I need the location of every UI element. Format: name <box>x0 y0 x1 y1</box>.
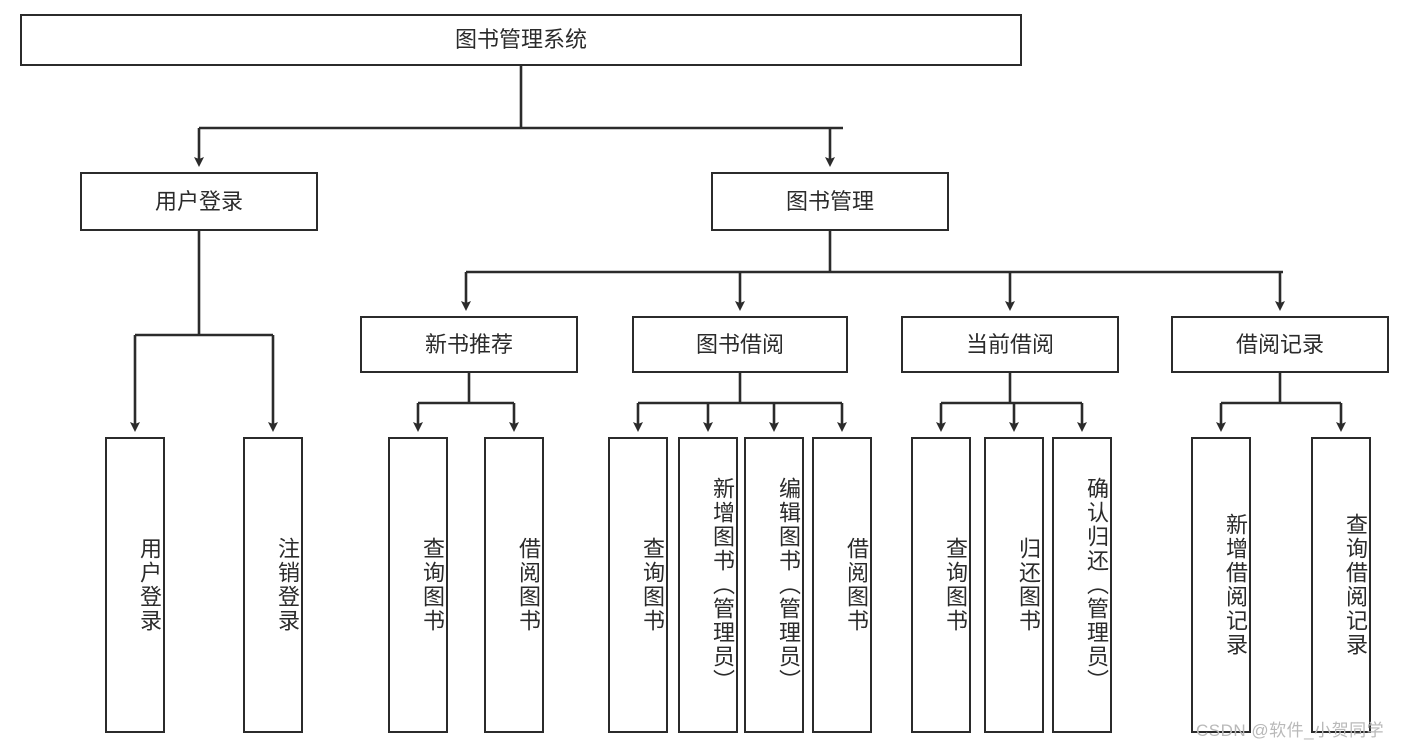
watermark-text: CSDN @软件_小贺同学 <box>1196 721 1385 740</box>
leaf-query-book-3[interactable]: 查询图书 <box>911 437 971 733</box>
leaf-confirm-return-label: 确认归还（管理员） <box>1084 477 1109 693</box>
node-new-book-recommend-label: 新书推荐 <box>424 331 513 357</box>
leaf-query-book-2[interactable]: 查询图书 <box>608 437 668 733</box>
node-borrow-record-label: 借阅记录 <box>1235 331 1324 357</box>
node-user-login-label: 用户登录 <box>154 188 243 214</box>
leaf-borrow-book-2[interactable]: 借阅图书 <box>812 437 872 733</box>
leaf-borrow-book-2-label: 借阅图书 <box>844 537 869 633</box>
leaf-user-login-label: 用户登录 <box>137 537 162 633</box>
leaf-add-record[interactable]: 新增借阅记录 <box>1191 437 1251 733</box>
leaf-query-book-1[interactable]: 查询图书 <box>388 437 448 733</box>
node-new-book-recommend[interactable]: 新书推荐 <box>360 316 578 373</box>
node-book-borrow[interactable]: 图书借阅 <box>632 316 848 373</box>
leaf-query-book-1-label: 查询图书 <box>420 537 445 633</box>
node-current-borrow-label: 当前借阅 <box>965 331 1054 357</box>
leaf-logout-label: 注销登录 <box>275 537 300 633</box>
leaf-add-book-label: 新增图书（管理员） <box>710 477 735 693</box>
node-book-manage-label: 图书管理 <box>785 188 874 214</box>
leaf-query-book-3-label: 查询图书 <box>943 537 968 633</box>
leaf-add-record-label: 新增借阅记录 <box>1223 513 1248 657</box>
node-book-borrow-label: 图书借阅 <box>695 331 784 357</box>
leaf-return-book[interactable]: 归还图书 <box>984 437 1044 733</box>
leaf-query-record-label: 查询借阅记录 <box>1343 513 1368 657</box>
node-borrow-record[interactable]: 借阅记录 <box>1171 316 1389 373</box>
leaf-return-book-label: 归还图书 <box>1016 537 1041 633</box>
leaf-edit-book-label: 编辑图书（管理员） <box>776 477 801 693</box>
node-book-manage[interactable]: 图书管理 <box>711 172 949 231</box>
node-user-login[interactable]: 用户登录 <box>80 172 318 231</box>
leaf-edit-book[interactable]: 编辑图书（管理员） <box>744 437 804 733</box>
leaf-query-book-2-label: 查询图书 <box>640 537 665 633</box>
leaf-add-book[interactable]: 新增图书（管理员） <box>678 437 738 733</box>
leaf-confirm-return[interactable]: 确认归还（管理员） <box>1052 437 1112 733</box>
node-current-borrow[interactable]: 当前借阅 <box>901 316 1119 373</box>
leaf-query-record[interactable]: 查询借阅记录 <box>1311 437 1371 733</box>
leaf-borrow-book-1-label: 借阅图书 <box>516 537 541 633</box>
node-root-label: 图书管理系统 <box>454 27 587 53</box>
leaf-logout[interactable]: 注销登录 <box>243 437 303 733</box>
leaf-user-login[interactable]: 用户登录 <box>105 437 165 733</box>
node-root[interactable]: 图书管理系统 <box>20 14 1022 66</box>
leaf-borrow-book-1[interactable]: 借阅图书 <box>484 437 544 733</box>
